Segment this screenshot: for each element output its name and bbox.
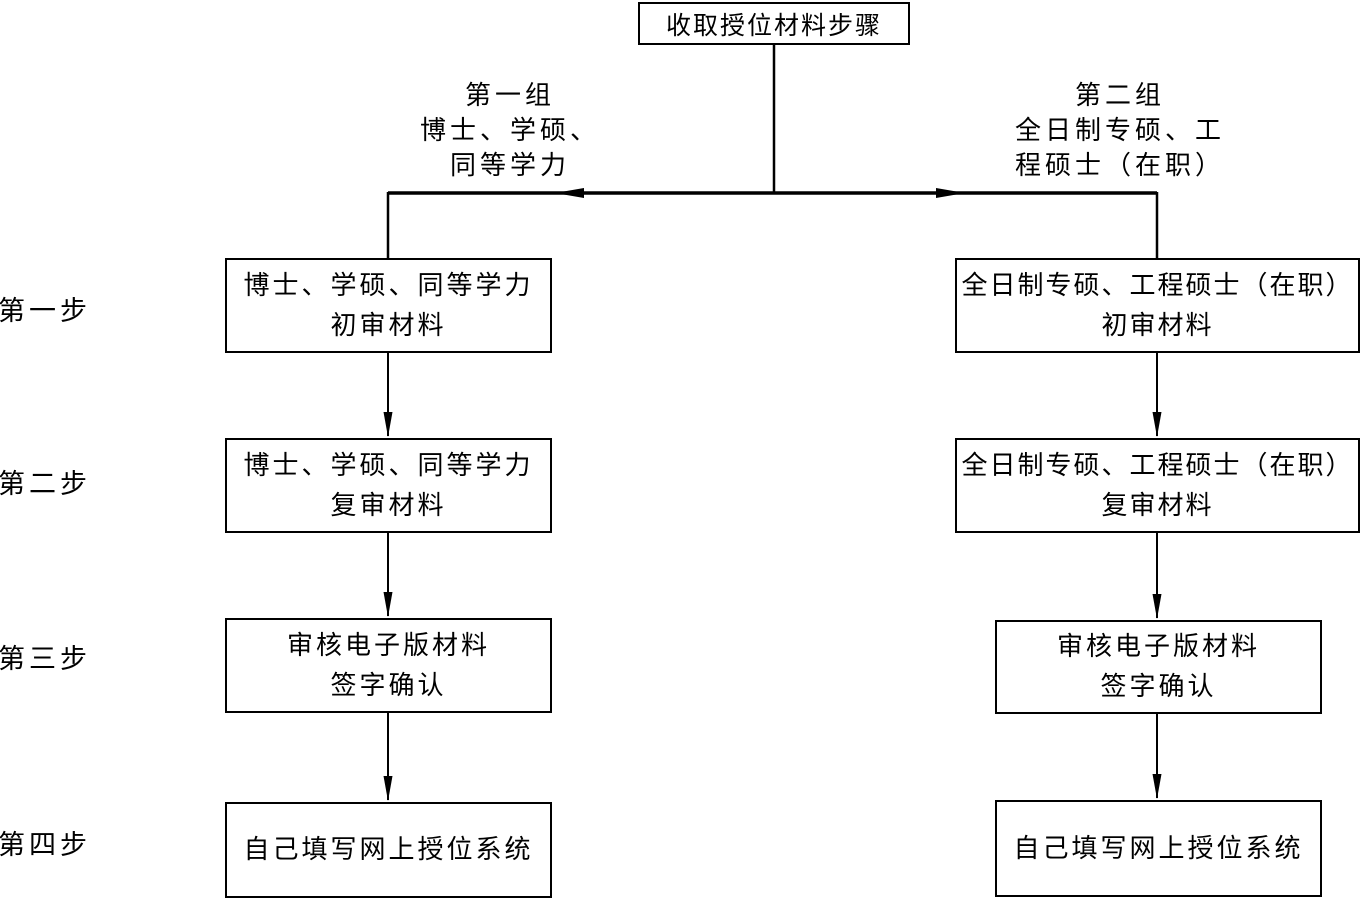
arrow-down-icon (1152, 774, 1162, 799)
flow-box-left-step-2: 博士、学硕、同等学力 复审材料 (225, 438, 552, 533)
arrow-down-icon (1152, 594, 1162, 619)
flow-box-left-step-3: 审核电子版材料 签字确认 (225, 618, 552, 713)
step-label-1: 第一步 (0, 296, 91, 326)
flow-box-title: 收取授位材料步骤 (638, 2, 910, 45)
arrow-down-icon (1152, 412, 1162, 437)
group-label-2: 第二组 全日制专硕、工 程硕士（在职） (1014, 81, 1225, 180)
arrow-right-icon (936, 188, 965, 198)
flow-box-right-step-3: 审核电子版材料 签字确认 (995, 620, 1322, 714)
flow-box-left-step-4: 自己填写网上授位系统 (225, 802, 552, 898)
flow-box-right-step-1: 全日制专硕、工程硕士（在职） 初审材料 (955, 258, 1360, 353)
arrow-down-icon (383, 776, 393, 801)
step-label-2: 第二步 (0, 469, 91, 499)
step-label-3: 第三步 (0, 644, 91, 674)
flow-box-left-step-1: 博士、学硕、同等学力 初审材料 (225, 258, 552, 353)
arrow-left-icon (555, 188, 584, 198)
flow-box-right-step-4: 自己填写网上授位系统 (995, 800, 1322, 897)
arrow-down-icon (383, 592, 393, 617)
flow-box-right-step-2: 全日制专硕、工程硕士（在职） 复审材料 (955, 438, 1360, 533)
arrow-down-icon (383, 412, 393, 437)
step-label-4: 第四步 (0, 830, 91, 860)
group-label-1: 第一组 博士、学硕、 同等学力 (419, 81, 600, 180)
